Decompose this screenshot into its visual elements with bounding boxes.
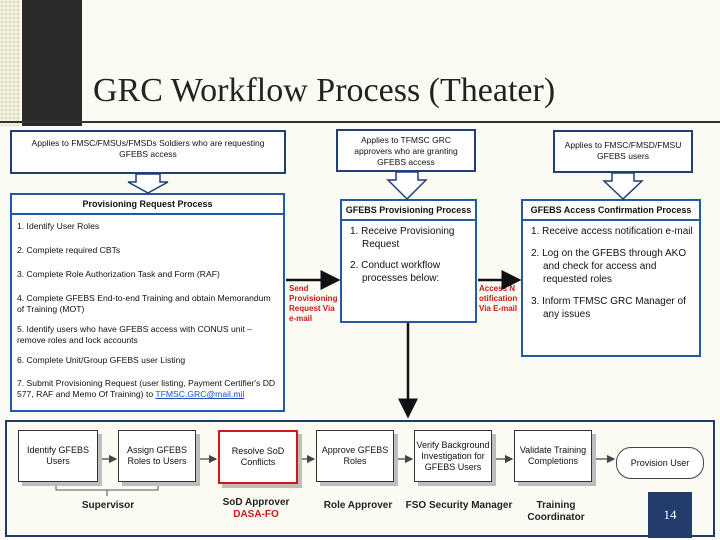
title-accent-bar	[22, 0, 82, 126]
step-approve-roles: Approve GFEBS Roles	[316, 430, 394, 482]
list-item: 1. Identify User Roles	[17, 221, 100, 231]
access-notification-text: Access Notification Via E-mail	[479, 284, 518, 313]
step-label: Validate Training Completions	[519, 445, 587, 466]
send-request-label: Send Provisioning Request Via e-mail	[289, 284, 339, 324]
gfebs-provisioning-header: GFEBS Provisioning Process	[342, 201, 475, 221]
step-label: Assign GFEBS Roles to Users	[126, 445, 188, 466]
list-item: 2. Complete required CBTs	[17, 245, 121, 255]
list-item: 3. Complete Role Authorization Task and …	[17, 269, 220, 279]
step-label: Provision User	[630, 457, 690, 468]
page-title: GRC Workflow Process (Theater)	[93, 72, 556, 109]
step-label: Identify GFEBS Users	[26, 445, 90, 466]
send-request-text: Send Provisioning Request Via e-mail	[289, 284, 338, 323]
callout-users-text: Applies to FMSC/FMSD/FMSU GFEBS users	[564, 140, 682, 161]
list-item: 7. Submit Provisioning Request (user lis…	[17, 378, 279, 400]
access-confirmation-panel: GFEBS Access Confirmation Process 1. Rec…	[521, 199, 701, 357]
role-supervisor: Supervisor	[81, 500, 135, 511]
workflow-frame	[5, 420, 715, 537]
email-link[interactable]: TFMSC.GRC@mail.mil	[155, 389, 245, 399]
list-item: 2. Conduct workflow processes below:	[350, 260, 441, 284]
step-verify-background: Verify Background Investigation for GFEB…	[414, 430, 492, 482]
provisioning-request-panel: Provisioning Request Process 1. Identify…	[10, 193, 285, 412]
gfebs-provisioning-panel: GFEBS Provisioning Process 1. Receive Pr…	[340, 199, 477, 323]
role-role-approver: Role Approver	[323, 500, 393, 511]
callout-users: Applies to FMSC/FMSD/FMSU GFEBS users	[553, 130, 693, 173]
provisioning-request-header: Provisioning Request Process	[12, 195, 283, 215]
step-identify-users: Identify GFEBS Users	[18, 430, 98, 482]
down-block-arrow-left	[127, 173, 169, 194]
list-item: 6. Complete Unit/Group GFEBS user Listin…	[17, 355, 186, 365]
step-resolve-sod: Resolve SoD Conflicts	[218, 430, 298, 484]
decorative-pattern	[0, 0, 20, 126]
page-number: 14	[648, 492, 692, 538]
down-block-arrow-middle	[386, 171, 428, 201]
provisioning-request-list: 1. Identify User Roles 2. Complete requi…	[12, 215, 283, 400]
list-item: 3. Inform TFMSC GRC Manager of any issue…	[531, 296, 686, 320]
list-item: 1. Receive access notification e-mail	[531, 226, 693, 237]
role-sod-approver: SoD Approver DASA-FO	[218, 497, 294, 521]
step-assign-roles: Assign GFEBS Roles to Users	[118, 430, 196, 482]
list-item: 5. Identify users who have GFEBS access …	[17, 324, 252, 345]
callout-soldiers-text: Applies to FMSC/FMSUs/FMSDs Soldiers who…	[31, 138, 265, 159]
title-divider	[0, 121, 720, 123]
list-item: 1. Receive Provisioning Request	[350, 226, 455, 250]
step-label: Approve GFEBS Roles	[321, 445, 389, 466]
step-label: Verify Background Investigation for GFEB…	[416, 439, 490, 472]
access-notification-label: Access Notification Via E-mail	[479, 284, 519, 314]
gfebs-provisioning-list: 1. Receive Provisioning Request 2. Condu…	[342, 221, 475, 285]
list-item: 4. Complete GFEBS End-to-end Training an…	[17, 293, 271, 314]
access-confirmation-header: GFEBS Access Confirmation Process	[523, 201, 699, 221]
step-label: Resolve SoD Conflicts	[231, 446, 285, 467]
step-provision-user: Provision User	[616, 447, 704, 479]
step-validate-training: Validate Training Completions	[514, 430, 592, 482]
list-item-text: 7. Submit Provisioning Request (user lis…	[17, 378, 276, 399]
role-training-coordinator: Training Coordinator	[527, 500, 585, 523]
role-fso-security: FSO Security Manager	[405, 500, 513, 511]
role-sod-approver-text: SoD Approver	[222, 497, 290, 508]
down-block-arrow-right	[602, 172, 644, 201]
role-sod-org: DASA-FO	[233, 509, 279, 520]
callout-soldiers: Applies to FMSC/FMSUs/FMSDs Soldiers who…	[10, 130, 286, 174]
callout-approvers-text: Applies to TFMSC GRC approvers who are g…	[354, 135, 458, 167]
access-confirmation-list: 1. Receive access notification e-mail 2.…	[523, 221, 699, 321]
list-item: 2. Log on the GFEBS through AKO and chec…	[531, 248, 687, 285]
callout-approvers: Applies to TFMSC GRC approvers who are g…	[336, 129, 476, 172]
